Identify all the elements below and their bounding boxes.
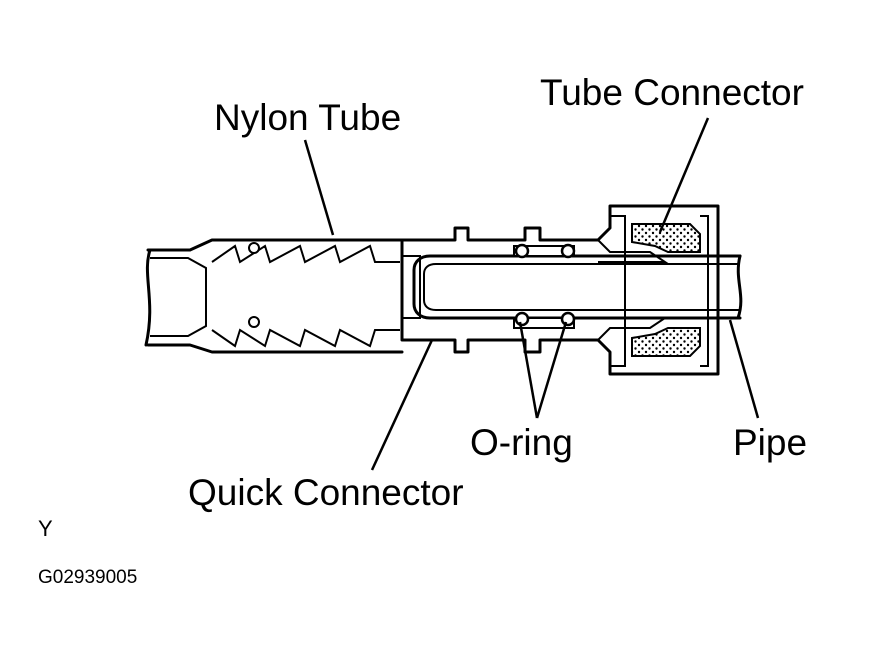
- pipe: [412, 254, 743, 320]
- label-tube-connector: Tube Connector: [540, 72, 804, 113]
- o-rings: [513, 243, 576, 329]
- leader-lines: [303, 117, 760, 471]
- tube-connector: [631, 223, 701, 357]
- leader-o-ring-left: [518, 321, 539, 419]
- leader-quick-connector: [370, 339, 434, 471]
- o-ring-lower-right: [560, 311, 576, 327]
- label-o-ring: O-ring: [470, 422, 573, 463]
- label-pipe: Pipe: [733, 422, 807, 463]
- o-ring-lower-left: [514, 311, 530, 327]
- o-ring-upper-left: [514, 243, 530, 259]
- o-ring-upper-right: [560, 243, 576, 259]
- leader-pipe: [728, 319, 760, 419]
- corner-mark: Y: [38, 516, 53, 541]
- leader-tube-connector: [658, 117, 710, 233]
- nylon-tube: [144, 238, 404, 354]
- quick-connector-body: [400, 204, 720, 376]
- leader-o-ring-right: [535, 321, 568, 419]
- figure-code: G02939005: [38, 567, 137, 588]
- leader-nylon-tube: [303, 139, 335, 236]
- label-quick-connector: Quick Connector: [188, 472, 464, 513]
- label-nylon-tube: Nylon Tube: [214, 97, 401, 138]
